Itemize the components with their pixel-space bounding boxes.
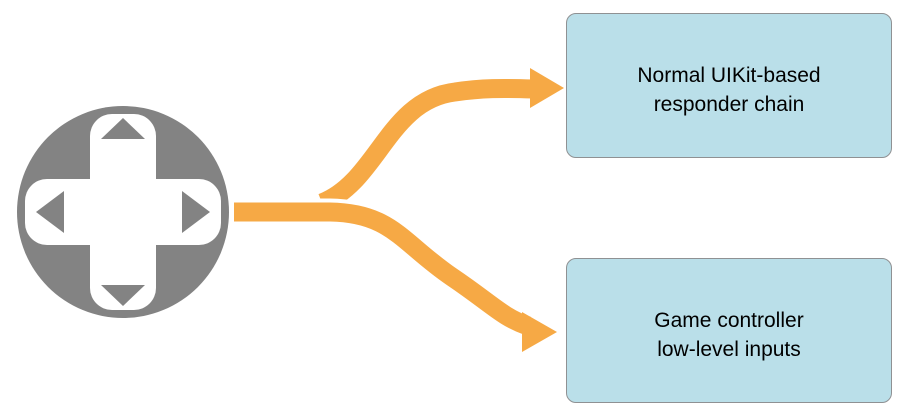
dpad-cross-horizontal — [25, 179, 221, 245]
box-responder-chain-label-line1: Normal UIKit-based — [637, 64, 821, 87]
box-low-level-inputs-label-line1: Game controller — [654, 309, 804, 332]
arrow-to-low-level-inputs-head — [522, 312, 557, 352]
arrow-to-responder-chain — [318, 78, 535, 212]
dpad-left-arrow-icon — [36, 191, 64, 233]
box-low-level-inputs: Game controller low-level inputs — [566, 258, 892, 403]
dpad-right-arrow-icon — [182, 191, 210, 233]
dpad-up-arrow-icon — [101, 118, 145, 139]
box-low-level-inputs-label-line2: low-level inputs — [657, 338, 801, 361]
dpad-icon — [17, 106, 229, 318]
box-responder-chain: Normal UIKit-based responder chain — [566, 13, 892, 158]
arrow-to-responder-chain-head — [530, 68, 564, 108]
arrow-to-low-level-inputs — [234, 202, 532, 335]
box-responder-chain-label-line2: responder chain — [653, 93, 805, 116]
dpad-down-arrow-icon — [101, 285, 145, 306]
